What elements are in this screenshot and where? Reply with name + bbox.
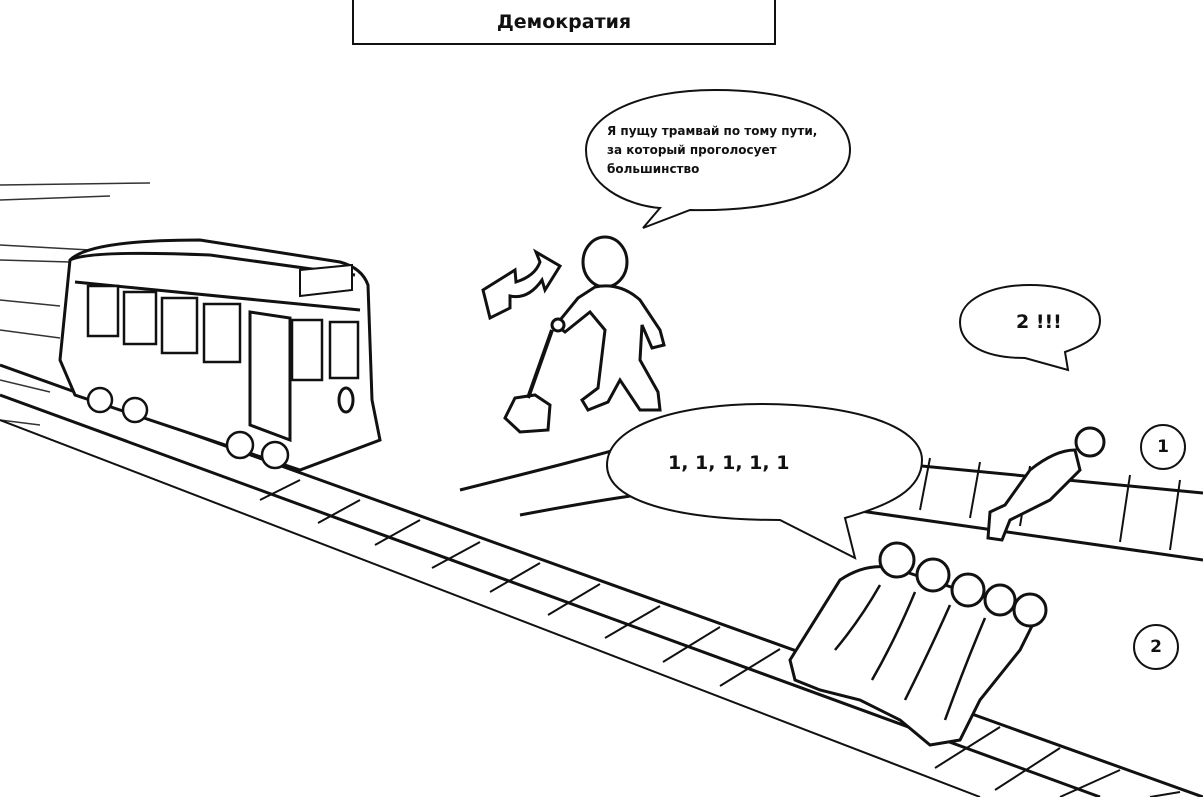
lever-switch-icon <box>503 329 554 434</box>
track-label-1: 1 <box>1140 424 1186 470</box>
group-speech-bubble: 1, 1, 1, 1, 1 <box>668 452 790 474</box>
people-tied-group <box>788 541 1048 747</box>
operator-speech-line-2: за который проголосует <box>607 143 777 157</box>
speech-bubbles <box>584 88 1102 560</box>
track-label-2: 2 <box>1133 624 1179 670</box>
page-title: Демократия <box>352 0 776 45</box>
person-tied-single <box>986 426 1106 542</box>
operator-speech-bubble: Я пущу трамвай по тому пути, за который … <box>607 122 837 179</box>
switch-arrow-icon <box>481 248 563 321</box>
operator-speech-line-3: большинство <box>607 162 700 176</box>
single-speech-bubble: 2 !!! <box>1016 311 1062 333</box>
motion-lines <box>0 182 151 426</box>
operator-speech-line-1: Я пущу трамвай по тому пути, <box>607 124 818 138</box>
stick-figure-operator <box>550 235 666 412</box>
tram-illustration <box>58 238 382 472</box>
